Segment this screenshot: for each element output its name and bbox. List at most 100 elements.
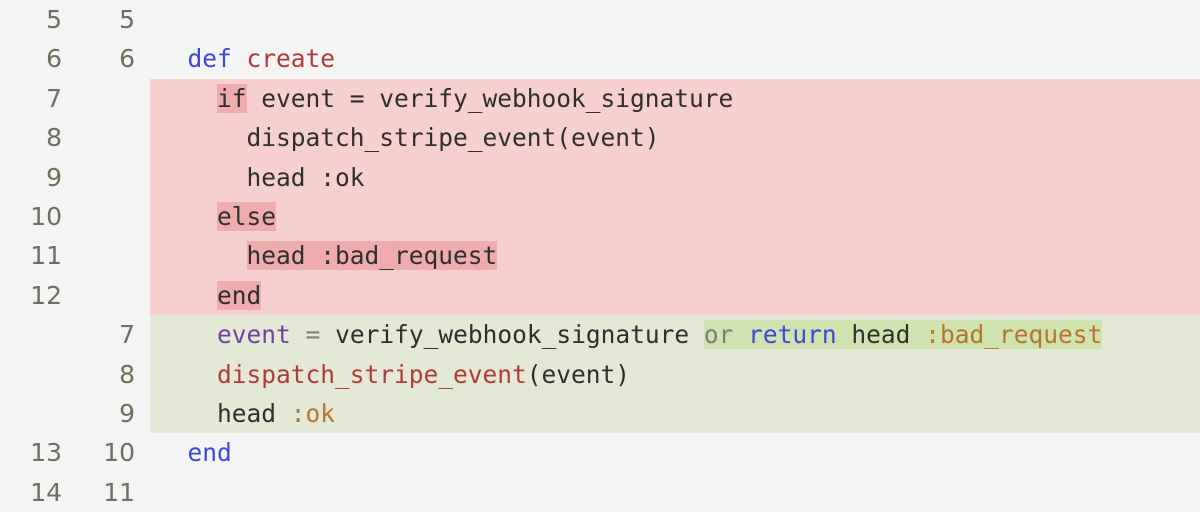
code-token xyxy=(910,320,926,350)
code-token: head xyxy=(851,320,911,350)
code-token xyxy=(158,281,217,310)
diff-gutter xyxy=(150,393,158,434)
line-number-old: 7 xyxy=(0,78,72,119)
line-number-old: 12 xyxy=(0,275,72,316)
diff-gutter xyxy=(150,236,158,276)
code-token: :bad_request xyxy=(925,320,1103,350)
line-number-old: 10 xyxy=(0,196,72,237)
code-token: verify_webhook_signature xyxy=(320,320,690,350)
line-number-new: 7 xyxy=(72,315,150,355)
diff-gutter xyxy=(150,118,158,158)
code-line xyxy=(158,472,1200,512)
code-token xyxy=(158,320,217,349)
code-token: event = verify_webhook_signature xyxy=(246,83,734,113)
code-token: create xyxy=(246,44,336,74)
code-line: if event = verify_webhook_signature xyxy=(158,78,1200,119)
code-token: return xyxy=(748,320,837,350)
diff-row: 8 dispatch_stripe_event(event) xyxy=(0,354,1200,394)
line-number-old: 11 xyxy=(0,236,72,276)
line-number-old: 13 xyxy=(0,433,72,473)
code-token xyxy=(733,320,749,350)
code-token: = xyxy=(305,320,321,350)
line-number-new xyxy=(72,78,150,119)
code-token: if xyxy=(217,83,247,113)
diff-gutter xyxy=(150,0,158,40)
diff-row: 7 event = verify_webhook_signature or re… xyxy=(0,315,1200,355)
diff-row: 7 if event = verify_webhook_signature xyxy=(0,78,1200,119)
code-token: end xyxy=(217,280,262,310)
code-token xyxy=(232,44,247,73)
diff-gutter xyxy=(150,196,158,237)
diff-gutter xyxy=(150,275,158,316)
code-line: else xyxy=(158,196,1200,237)
diff-row: 12 end xyxy=(0,275,1200,316)
code-line xyxy=(158,0,1200,40)
code-token xyxy=(158,360,217,389)
line-number-new: 9 xyxy=(72,393,150,434)
line-number-new xyxy=(72,118,150,158)
code-line: event = verify_webhook_signature or retu… xyxy=(158,315,1200,355)
line-number-old: 14 xyxy=(0,472,72,512)
diff-row: 9 head :ok xyxy=(0,393,1200,434)
line-number-new xyxy=(72,236,150,276)
line-number-new: 10 xyxy=(72,433,150,473)
code-line: end xyxy=(158,433,1200,473)
line-number-old: 9 xyxy=(0,157,72,197)
code-token: dispatch_stripe_event xyxy=(217,359,527,389)
line-number-new xyxy=(72,196,150,237)
diff-row: 8 dispatch_stripe_event(event) xyxy=(0,118,1200,158)
code-token: :ok xyxy=(290,398,336,428)
code-token: or xyxy=(703,320,734,350)
diff-gutter xyxy=(150,78,158,119)
code-line: head :bad_request xyxy=(158,236,1200,276)
code-token xyxy=(158,241,247,270)
line-number-old xyxy=(0,393,72,434)
code-token xyxy=(689,320,704,349)
diff-gutter xyxy=(150,39,158,79)
line-number-new: 11 xyxy=(72,472,150,512)
code-line: head :ok xyxy=(158,393,1200,434)
diff-gutter xyxy=(150,315,158,355)
code-token xyxy=(836,320,852,350)
code-token xyxy=(158,202,217,231)
diff-gutter xyxy=(150,157,158,197)
code-token xyxy=(158,44,188,73)
code-token: def xyxy=(187,44,232,74)
code-token: event xyxy=(217,320,291,350)
code-token: (event) xyxy=(526,359,631,389)
code-token: dispatch_stripe_event(event) xyxy=(158,123,660,153)
code-line: head :ok xyxy=(158,157,1200,197)
diff-row: 11 head :bad_request xyxy=(0,236,1200,276)
diff-gutter xyxy=(150,472,158,512)
code-token: head :ok xyxy=(158,162,365,192)
diff-row: 10 else xyxy=(0,196,1200,237)
line-number-old: 5 xyxy=(0,0,72,40)
code-token xyxy=(291,320,306,349)
code-token xyxy=(158,84,217,113)
line-number-new xyxy=(72,275,150,316)
code-token: head xyxy=(158,398,291,428)
code-token: else xyxy=(217,201,277,231)
line-number-new: 5 xyxy=(72,0,150,40)
diff-gutter xyxy=(150,354,158,394)
diff-gutter xyxy=(150,433,158,473)
line-number-old: 8 xyxy=(0,118,72,158)
line-number-old xyxy=(0,315,72,355)
code-line: dispatch_stripe_event(event) xyxy=(158,354,1200,394)
code-token xyxy=(158,438,188,467)
code-line: def create xyxy=(158,39,1200,79)
code-token: head :bad_request xyxy=(246,241,498,271)
code-line: end xyxy=(158,275,1200,316)
line-number-old: 6 xyxy=(0,39,72,79)
line-number-old xyxy=(0,354,72,394)
line-number-new xyxy=(72,157,150,197)
code-token: end xyxy=(187,438,232,468)
code-line: dispatch_stripe_event(event) xyxy=(158,118,1200,158)
line-number-new: 6 xyxy=(72,39,150,79)
